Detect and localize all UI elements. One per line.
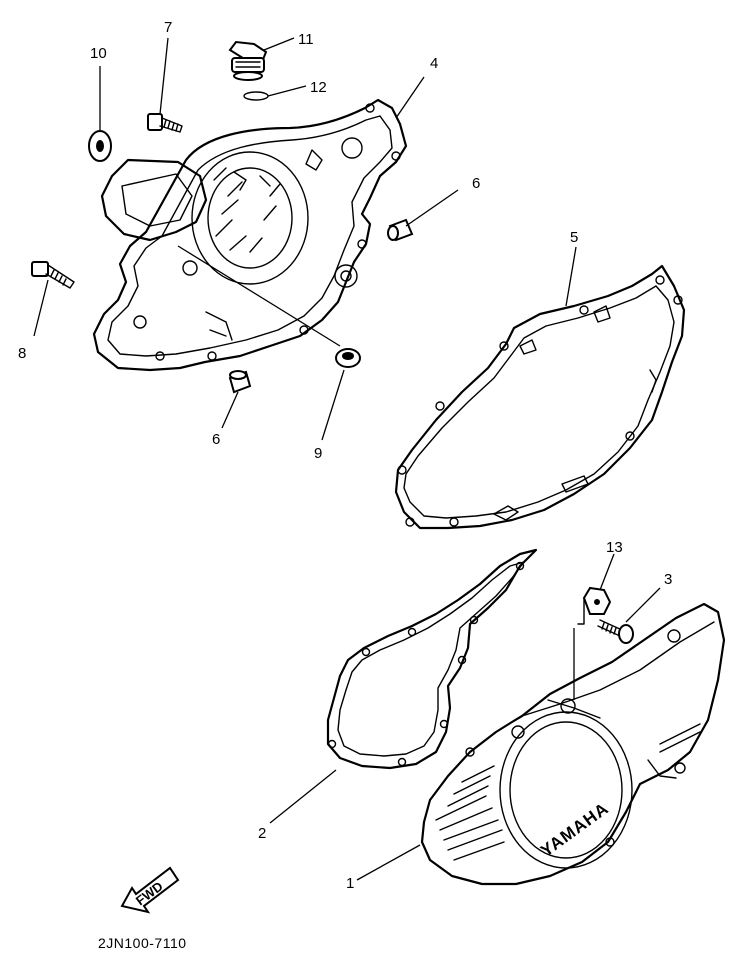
part-10-oil-seal: [88, 130, 112, 162]
callout-8: 8: [18, 345, 26, 362]
part-13-clamp: [577, 586, 612, 625]
forward-arrow-icon: FWD: [120, 866, 180, 914]
callout-3: 3: [664, 571, 672, 588]
part-2-outer-cover-gasket: [326, 548, 538, 770]
part-4-crankcase-cover: [92, 98, 408, 372]
part-7-bolt: [147, 113, 183, 133]
part-11-oil-filler-plug: [228, 40, 268, 81]
part-8-bolt: [31, 261, 75, 289]
callout-1: 1: [346, 875, 354, 892]
callout-13: 13: [606, 539, 623, 556]
part-9-oil-seal: [335, 348, 361, 368]
drawing-code: 2JN100-7110: [98, 935, 187, 951]
part-6-dowel-pin-lower: [228, 370, 252, 394]
callout-12: 12: [310, 79, 327, 96]
callout-2: 2: [258, 825, 266, 842]
part-3-screw: [597, 619, 634, 644]
callout-7: 7: [164, 19, 172, 36]
callout-6-lower: 6: [212, 431, 220, 448]
callout-10: 10: [90, 45, 107, 62]
callout-9: 9: [314, 445, 322, 462]
brand-mark: YAMAHA: [537, 799, 612, 861]
callout-6-upper: 6: [472, 175, 480, 192]
part-5-crankcase-cover-gasket: [394, 264, 686, 530]
callout-5: 5: [570, 229, 578, 246]
callout-4: 4: [430, 55, 438, 72]
callout-labels: 1 2 3 4 5 6 6 7 8 9 10 11 12 13: [18, 19, 672, 892]
callout-11: 11: [298, 31, 314, 48]
part-6-dowel-pin-upper: [387, 218, 414, 242]
part-12-o-ring: [243, 91, 269, 101]
leader-lines: [33, 37, 661, 881]
